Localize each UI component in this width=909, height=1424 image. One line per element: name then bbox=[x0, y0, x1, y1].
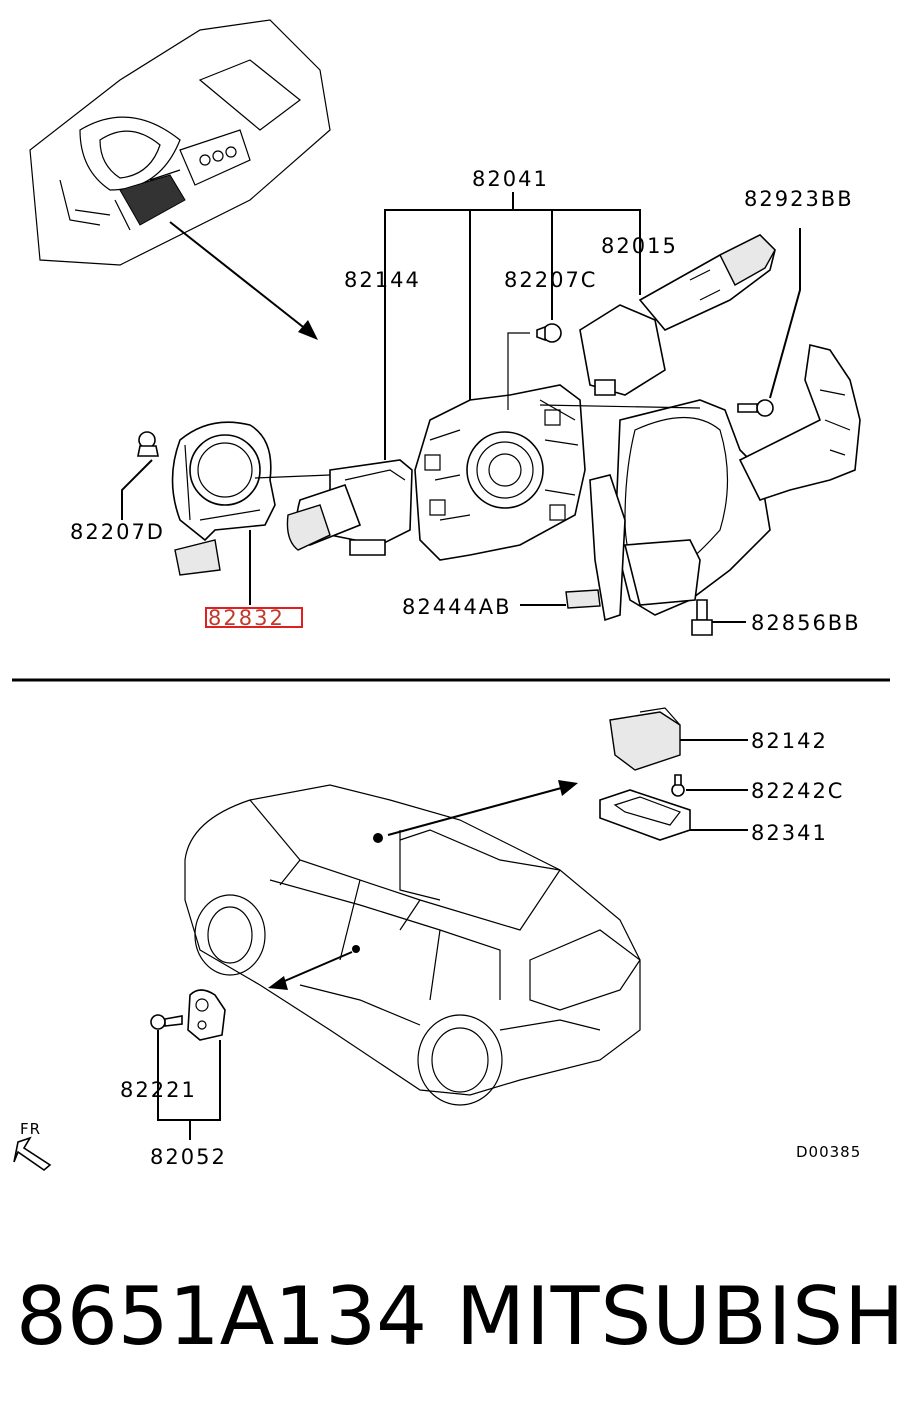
label-82221: 82221 bbox=[120, 1078, 197, 1102]
label-82052: 82052 bbox=[150, 1145, 227, 1169]
label-82207C: 82207C bbox=[504, 268, 597, 292]
bolt-82856BB bbox=[691, 599, 713, 636]
label-82832: 82832 bbox=[208, 606, 285, 630]
switch-82052 bbox=[187, 989, 226, 1041]
vehicle-illustration bbox=[184, 784, 641, 1106]
front-direction-arrow bbox=[13, 1136, 52, 1172]
screw-82242C bbox=[671, 774, 685, 797]
label-82015: 82015 bbox=[601, 234, 678, 258]
pointer-arrow bbox=[169, 221, 313, 335]
label-82341: 82341 bbox=[751, 821, 828, 845]
screw-82221 bbox=[150, 1014, 183, 1030]
label-82444AB: 82444AB bbox=[402, 595, 512, 619]
label-fr: FR bbox=[20, 1120, 41, 1138]
screw-82923BB bbox=[737, 399, 774, 417]
footer: 8651A134 MITSUBISHI bbox=[0, 1262, 909, 1372]
label-82856BB: 82856BB bbox=[751, 611, 861, 635]
brand-name: MITSUBISHI bbox=[456, 1270, 909, 1363]
lighting-switch-part bbox=[286, 459, 413, 556]
label-82207D: 82207D bbox=[70, 520, 165, 544]
highlight-box bbox=[205, 607, 303, 628]
connector-82444AB bbox=[565, 589, 601, 609]
dashboard-illustration bbox=[29, 19, 331, 266]
clock-spring-part bbox=[171, 421, 276, 576]
sensor-82142 bbox=[609, 707, 681, 771]
screw-82207D bbox=[137, 431, 159, 457]
label-82041: 82041 bbox=[472, 167, 549, 191]
lamp-82341 bbox=[599, 789, 691, 841]
part-number: 8651A134 bbox=[16, 1270, 428, 1363]
combination-switch-body bbox=[414, 384, 586, 561]
column-cover-assembly bbox=[589, 344, 861, 622]
screw-82207C bbox=[536, 323, 562, 343]
label-82923BB: 82923BB bbox=[744, 187, 854, 211]
label-82242C: 82242C bbox=[751, 779, 844, 803]
label-82144: 82144 bbox=[344, 268, 421, 292]
wiper-switch-part bbox=[579, 234, 776, 396]
diagram-code: D00385 bbox=[796, 1143, 861, 1161]
label-82142: 82142 bbox=[751, 729, 828, 753]
